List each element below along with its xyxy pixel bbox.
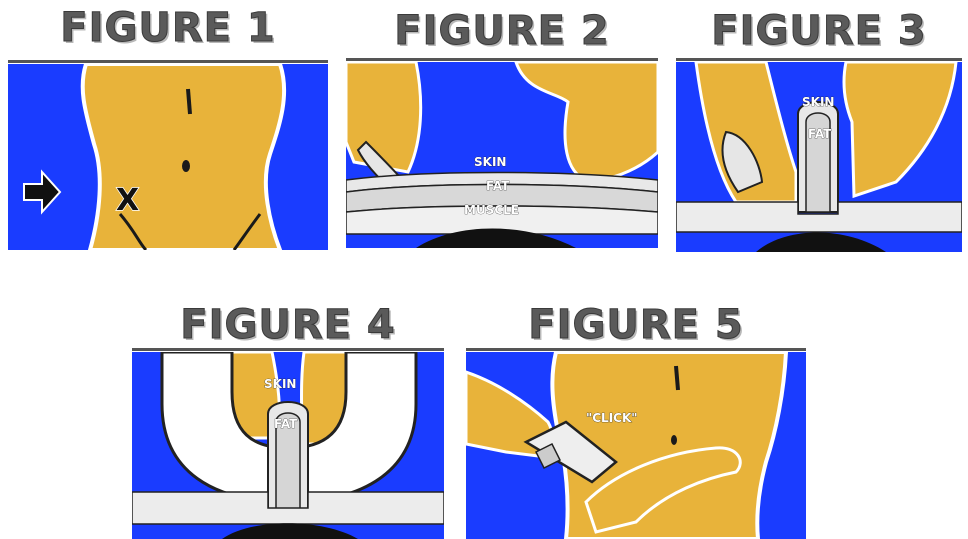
figure-1-title: FIGURE 1 [8,2,328,54]
figure-1-illustration: X [8,64,328,250]
figure-2-title-rule [346,58,658,61]
fat-label: FAT [486,179,510,193]
skin-label: SKIN [802,95,834,109]
figure-1-title-rule [8,60,328,63]
figure-3-title: FIGURE 3 [676,6,962,56]
figure-3-panel: FIGURE 3 SKIN FAT [676,0,962,252]
figure-5-title-rule [466,348,806,351]
left-hand [346,62,421,172]
figure-2-panel: FIGURE 2 SKIN FAT MUSCLE [346,0,658,248]
figure-2-title: FIGURE 2 [346,6,658,56]
skin-label: SKIN [264,377,296,391]
muscle-label: MUSCLE [464,203,519,217]
figure-3-title-rule [676,58,962,61]
fat-label: FAT [808,127,832,141]
figure-5-panel: FIGURE 5 "CLICK" [466,298,806,539]
figure-2-illustration: SKIN FAT MUSCLE [346,62,658,248]
skin-label: SKIN [474,155,506,169]
click-label: "CLICK" [586,411,638,425]
figure-5-title: FIGURE 5 [466,300,806,350]
injection-site-marker: X [116,183,139,218]
figure-1-panel: FIGURE 1 X [8,0,328,252]
figure-4-title-rule [132,348,444,351]
navel [671,435,677,445]
navel-line [676,366,678,390]
navel [182,160,190,172]
figure-5-illustration: "CLICK" [466,352,806,539]
figure-4-illustration: SKIN FAT [132,352,444,539]
fat-label: FAT [274,417,298,431]
figure-4-panel: FIGURE 4 SKIN FAT [132,298,444,539]
navel-line-upper [188,89,190,114]
figure-4-title: FIGURE 4 [132,300,444,350]
figure-3-illustration: SKIN FAT [676,62,962,252]
